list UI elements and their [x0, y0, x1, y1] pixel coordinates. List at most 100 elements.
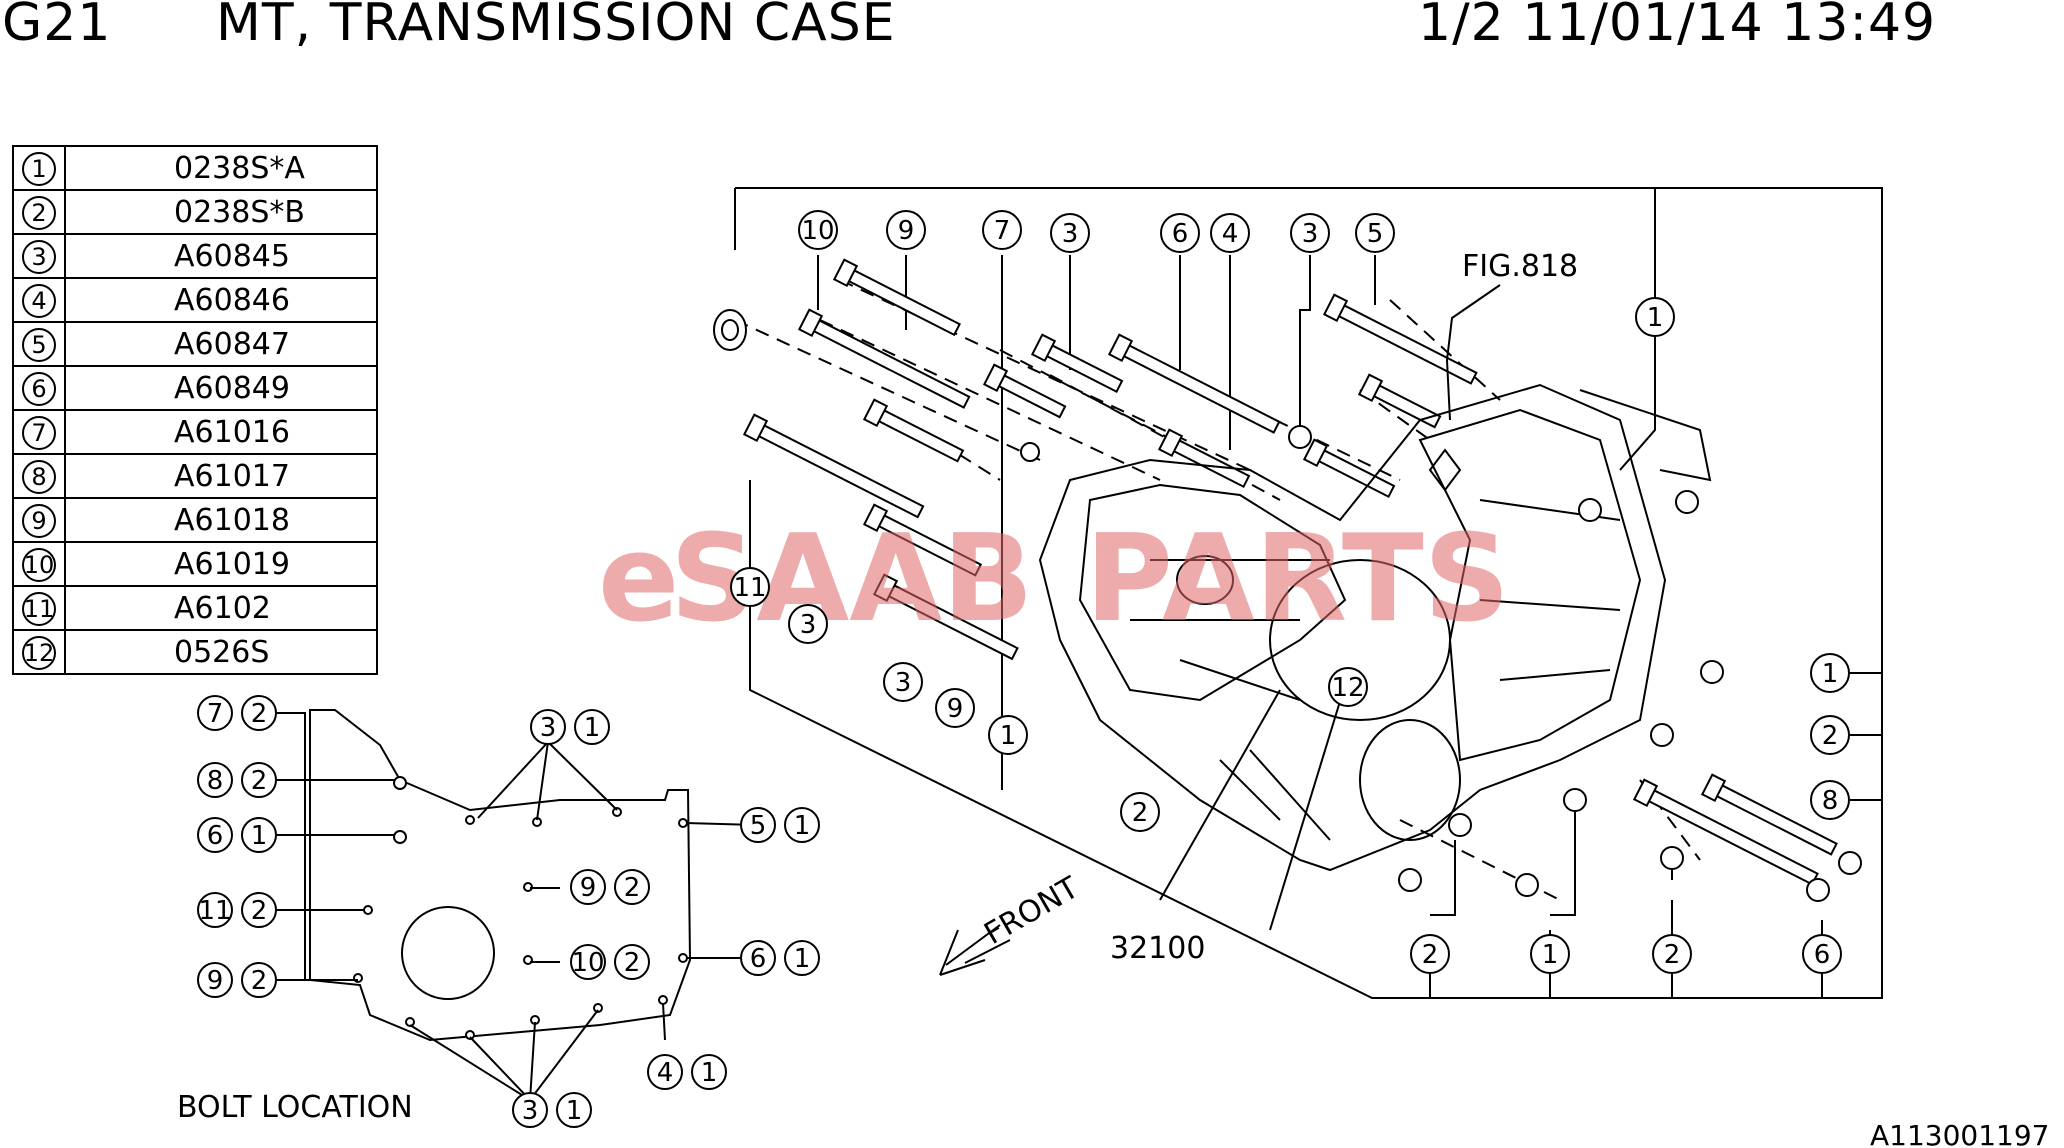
svg-text:9: 9	[947, 694, 964, 724]
svg-text:3: 3	[540, 713, 557, 743]
svg-text:2: 2	[251, 699, 268, 729]
svg-text:2: 2	[251, 896, 268, 926]
legend-part-number: A60846	[64, 277, 378, 323]
svg-text:1: 1	[1822, 659, 1839, 689]
svg-text:1: 1	[251, 821, 268, 851]
legend-part-number: A60845	[64, 233, 378, 279]
callout-number: 1	[784, 940, 820, 976]
callout-number: 7	[982, 210, 1022, 250]
callout-number: 1	[1810, 653, 1850, 693]
legend-number: 11	[22, 592, 56, 626]
callout-number: 2	[241, 892, 277, 928]
callout-number: 2	[1810, 715, 1850, 755]
legend-number: 1	[22, 152, 56, 186]
callout-number: 1	[988, 715, 1028, 755]
svg-text:9: 9	[580, 873, 597, 903]
svg-text:3: 3	[800, 610, 817, 640]
callout-number: 9	[935, 688, 975, 728]
svg-text:1: 1	[566, 1096, 583, 1126]
svg-text:11: 11	[198, 896, 231, 926]
callout-number: 1	[1530, 934, 1570, 974]
callout-number: 10	[798, 210, 838, 250]
svg-text:8: 8	[1822, 786, 1839, 816]
svg-text:10: 10	[801, 216, 834, 246]
svg-text:9: 9	[898, 216, 915, 246]
svg-text:1: 1	[1542, 940, 1559, 970]
callout-number: 4	[1210, 213, 1250, 253]
callout-number: 11	[730, 567, 770, 607]
callout-number: 2	[241, 962, 277, 998]
callout-number: 2	[614, 869, 650, 905]
svg-text:11: 11	[733, 573, 766, 603]
svg-text:1: 1	[584, 713, 601, 743]
callout-number: 2	[614, 944, 650, 980]
callout-number: 5	[1355, 213, 1395, 253]
bolt-location-label: BOLT LOCATION	[177, 1090, 413, 1125]
svg-text:9: 9	[207, 966, 224, 996]
callout-number: 9	[197, 962, 233, 998]
callout-number: 12	[1328, 667, 1368, 707]
svg-text:2: 2	[624, 948, 641, 978]
svg-text:3: 3	[1062, 219, 1079, 249]
svg-text:2: 2	[624, 873, 641, 903]
callout-number: 2	[1410, 934, 1450, 974]
svg-text:3: 3	[895, 668, 912, 698]
callout-number: 6	[197, 817, 233, 853]
svg-text:PARTS: PARTS	[1085, 510, 1510, 649]
callout-number: 6	[1802, 934, 1842, 974]
svg-text:12: 12	[1331, 673, 1364, 703]
callout-number: 1	[574, 709, 610, 745]
svg-text:2: 2	[1422, 940, 1439, 970]
bolt-location-diagram: BOLT LOCATION	[177, 709, 757, 1125]
callout-number: 6	[740, 940, 776, 976]
svg-text:1: 1	[794, 811, 811, 841]
callout-number: 9	[886, 210, 926, 250]
callout-number: 2	[241, 762, 277, 798]
legend-part-number: A6102	[64, 585, 378, 631]
case-part-number: 32100	[1110, 931, 1205, 966]
svg-text:SAAB: SAAB	[670, 510, 1034, 649]
legend-number: 12	[22, 636, 56, 670]
callout-number: 2	[241, 695, 277, 731]
transmission-case	[1038, 383, 1712, 872]
figure-reference-leader	[1445, 284, 1501, 421]
callout-number: 3	[512, 1092, 548, 1128]
svg-text:4: 4	[1222, 219, 1239, 249]
callout-number: 3	[883, 662, 923, 702]
legend-part-number: 0238S*A	[64, 145, 378, 191]
callout-number: 2	[1120, 792, 1160, 832]
legend-part-number: A61016	[64, 409, 378, 455]
callout-number: 10	[570, 944, 606, 980]
callout-number: 3	[788, 604, 828, 644]
legend-number: 3	[22, 240, 56, 274]
svg-text:7: 7	[207, 699, 224, 729]
svg-text:5: 5	[1367, 219, 1384, 249]
callout-number: 3	[1290, 213, 1330, 253]
svg-text:1: 1	[794, 944, 811, 974]
front-label: FRONT	[979, 870, 1086, 952]
callout-number: 8	[1810, 780, 1850, 820]
callout-number: 5	[740, 807, 776, 843]
svg-text:6: 6	[1814, 940, 1831, 970]
legend-part-number: A61019	[64, 541, 378, 587]
diagram-code: G21	[2, 0, 112, 53]
legend-number: 5	[22, 328, 56, 362]
nuts	[1020, 425, 1862, 902]
svg-text:3: 3	[522, 1096, 539, 1126]
svg-text:2: 2	[1664, 940, 1681, 970]
svg-text:1: 1	[1000, 721, 1017, 751]
callout-number: 7	[197, 695, 233, 731]
legend-part-number: A60849	[64, 365, 378, 411]
bolts	[713, 258, 1838, 886]
callout-number: 1	[241, 817, 277, 853]
legend-number: 9	[22, 504, 56, 538]
